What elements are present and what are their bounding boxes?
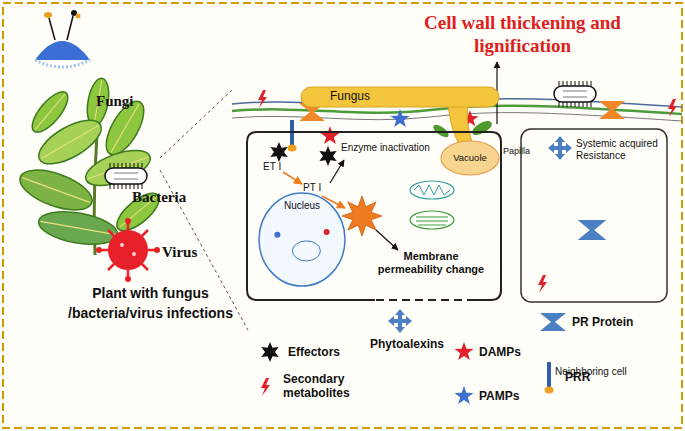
nucleus-shape: [259, 193, 345, 286]
label-text: Fungi: [96, 92, 134, 110]
label-text: Bacteria: [132, 188, 186, 206]
vacuole-shape: [441, 141, 499, 175]
phytoalexin-icon: [548, 136, 572, 160]
node-text: Systemic acquired Resistance: [576, 138, 664, 162]
plant-photo: [15, 77, 165, 255]
node-text: Fungus: [330, 89, 370, 103]
signal-arrow: [330, 160, 344, 183]
metabolite-bolt: [258, 90, 267, 108]
legend-swatch: [449, 337, 479, 367]
chloroplast: [410, 211, 454, 229]
legend-symbol: [454, 386, 473, 404]
virus-knob: [154, 247, 160, 253]
hypha-branch: [448, 104, 472, 142]
legend-text: Phytoalexins: [370, 337, 444, 351]
node-text: ET I: [263, 161, 281, 173]
papilla-shape: [470, 118, 494, 138]
virus-body: [108, 230, 148, 270]
mitochondrion: [410, 181, 454, 199]
legend-swatch: [538, 307, 568, 337]
fungi-spores: [35, 60, 90, 67]
legend-swatch: [385, 306, 415, 336]
node-text: Enzyme inactivation: [341, 142, 430, 154]
signal-arrow: [376, 230, 398, 250]
cell-membrane: [247, 132, 501, 300]
fungi-cap: [35, 41, 90, 60]
fungi-stalk: [49, 18, 55, 40]
leaf: [81, 143, 154, 193]
fungi-tip: [76, 14, 81, 19]
cell-outline: [521, 129, 667, 302]
effector-star: [319, 146, 336, 166]
effector-star: [270, 142, 287, 162]
broken-membrane: [375, 299, 475, 301]
host-cell: ET I Enzyme inactivation PT I Membrane perm…: [245, 130, 503, 302]
legend-text: PRR: [565, 370, 590, 384]
fungi-tip: [44, 12, 52, 18]
bacteria-icon: [554, 81, 596, 107]
leaf: [36, 206, 120, 249]
hypha-shape: [301, 87, 499, 107]
virus-dot: [120, 243, 124, 247]
legend-symbol: [388, 309, 412, 333]
label-text: Virus: [162, 243, 197, 261]
label-text: Papilla: [503, 146, 530, 157]
virus-dot: [132, 252, 136, 256]
label-text: Cell wall thickening and lignification: [385, 12, 660, 58]
virus-knob: [125, 276, 131, 282]
fungus-hypha: Fungus: [300, 86, 500, 108]
virus-knob: [96, 247, 102, 253]
node-text: Nucleus: [258, 200, 346, 212]
signal-arrow: [283, 172, 302, 184]
pr-protein-icon: [578, 220, 607, 240]
fungi-icon: [35, 10, 90, 67]
orange-receptor: [599, 101, 625, 119]
nucleus: Nucleus: [258, 192, 346, 287]
vacuole: Vacuole: [440, 140, 500, 176]
legend-text: Effectors: [288, 345, 340, 359]
legend-swatch: [255, 337, 285, 367]
legend-symbol: [454, 342, 473, 360]
neighboring-cell: Systemic acquired Resistance: [520, 128, 668, 303]
virus-knob: [125, 218, 131, 224]
damp-star: [320, 126, 339, 144]
node-text: Vacuole: [440, 152, 500, 163]
frame: [3, 3, 682, 428]
fungi-stalk: [67, 16, 73, 40]
metabolite-bolt: [538, 275, 547, 293]
legend-symbol: [261, 378, 270, 396]
legend-symbol: [545, 362, 554, 394]
virus-icon: [96, 218, 160, 282]
legend-swatch: [250, 372, 280, 402]
chromatin-mark: [324, 229, 330, 235]
zoom-line: [160, 90, 232, 158]
legend-text: Secondary metabolites: [283, 372, 378, 401]
legend-symbol: [540, 313, 566, 331]
legend-swatch: [449, 381, 479, 411]
bacteria-icon: [105, 163, 147, 189]
virus-spikes: [100, 222, 156, 278]
legend-text: PR Protein: [572, 315, 633, 329]
pamp-star: [390, 109, 409, 127]
prr-receptor: [288, 120, 297, 152]
node-text: PT I: [303, 182, 321, 194]
label-text: Plant with fungus /bacteria/virus infect…: [43, 283, 258, 324]
legend-symbol: [261, 342, 278, 362]
legend-text: DAMPs: [479, 345, 521, 359]
chromatin-mark: [274, 232, 280, 238]
nucleolus: [292, 241, 320, 261]
legend-text: PAMPs: [479, 389, 519, 403]
metabolite-bolt: [668, 99, 677, 117]
legend-swatch: [534, 363, 564, 393]
node-text: Membrane permeability change: [371, 250, 491, 276]
leaf: [15, 162, 97, 218]
